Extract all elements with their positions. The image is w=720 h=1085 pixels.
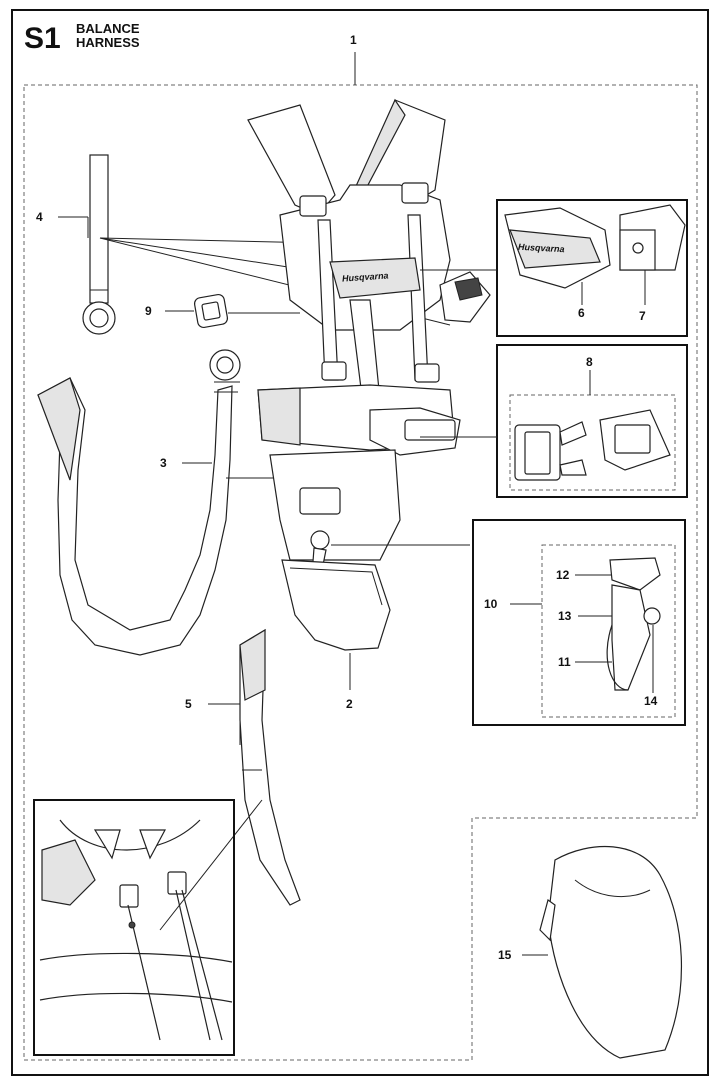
detail-box-strap-routing	[33, 799, 235, 1056]
part-3-padded-strap	[37, 349, 241, 656]
strap-routing-detail	[39, 819, 233, 1041]
outer-frame	[11, 9, 709, 1076]
hook-set-outline	[541, 544, 676, 718]
callout-5: 5	[185, 697, 192, 711]
part-15-bag	[539, 845, 682, 1059]
callout-4: 4	[36, 210, 43, 224]
part-5-padded-strap	[239, 628, 301, 906]
part-11-14-hook-assembly	[606, 557, 661, 691]
callout-1: 1	[350, 33, 357, 47]
callout-10: 10	[484, 597, 498, 611]
part-1-harness-body	[247, 98, 491, 651]
callout-3: 3	[160, 456, 167, 470]
title-line-2: HARNESS	[76, 35, 140, 50]
part-9-slider	[193, 293, 229, 329]
part-4-strap	[82, 154, 116, 335]
detail-box-8	[496, 344, 688, 498]
section-code: S1	[24, 22, 61, 55]
callout-9: 9	[145, 304, 152, 318]
part-6-chest-cover	[504, 207, 611, 289]
callout-8: 8	[586, 355, 593, 369]
buckle-set-outline	[509, 394, 676, 491]
callout-13: 13	[558, 609, 572, 623]
leader-5-detail	[159, 799, 263, 931]
callout-12: 12	[556, 568, 570, 582]
detail-box-6-7	[496, 199, 688, 337]
callout-11: 11	[558, 655, 571, 669]
callout-14: 14	[644, 694, 658, 708]
callout-7: 7	[639, 309, 646, 323]
callout-2: 2	[346, 697, 353, 711]
callout-15: 15	[498, 948, 512, 962]
title-line-1: BALANCE	[76, 21, 140, 36]
assembly-outline	[23, 84, 698, 1061]
part-7-clip-cover	[619, 204, 686, 271]
leader-4a	[99, 237, 321, 273]
detail-box-10	[472, 519, 686, 726]
part-8-buckle	[514, 409, 671, 481]
callout-6: 6	[578, 306, 585, 320]
